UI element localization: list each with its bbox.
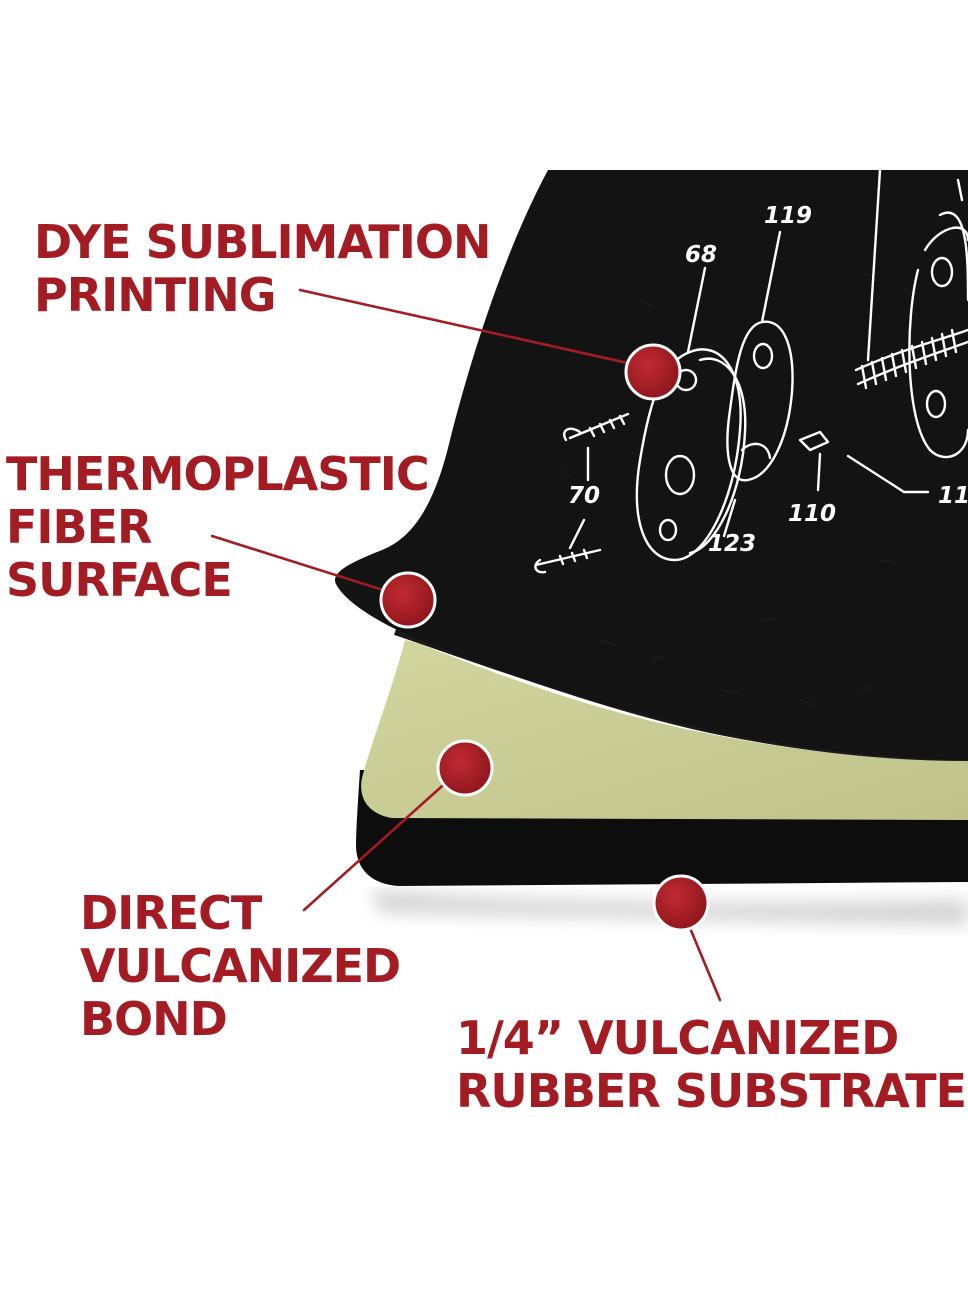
- exploded-parts-drawing: [534, 168, 968, 574]
- dot-vulcanized-bond: [436, 739, 494, 797]
- part-number-68: 68: [685, 242, 717, 268]
- callout-line: PRINTING: [34, 268, 277, 322]
- dot-rubber-substrate: [652, 874, 710, 932]
- callout-line: SURFACE: [6, 553, 233, 607]
- dot-thermoplastic-fiber: [379, 571, 437, 629]
- callout-vulcanized-bond: DIRECT VULCANIZED BOND: [80, 886, 401, 1046]
- fiber-surface-layer: [335, 170, 968, 760]
- callout-line: RUBBER SUBSTRATE: [456, 1064, 967, 1118]
- part-number-110: 110: [788, 501, 836, 527]
- callout-line: DYE SUBLIMATION: [34, 215, 491, 269]
- callout-line: THERMOPLASTIC: [6, 447, 430, 501]
- callout-dye-sublimation: DYE SUBLIMATION PRINTING: [34, 215, 491, 322]
- callout-thermoplastic-fiber: THERMOPLASTIC FIBER SURFACE: [6, 447, 430, 607]
- part-number-123: 123: [708, 531, 756, 557]
- leader-dye-sublimation: [298, 288, 652, 370]
- part-number-11: 11: [938, 483, 968, 509]
- part-number-119: 119: [764, 203, 812, 229]
- leader-rubber-substrate: [688, 926, 722, 1002]
- callout-rubber-substrate: 1/4” VULCANIZED RUBBER SUBSTRATE: [456, 1011, 967, 1118]
- callout-line: 1/4” VULCANIZED: [456, 1011, 899, 1065]
- part-number-70: 70: [568, 483, 600, 509]
- dot-dye-sublimation: [624, 343, 682, 401]
- fiber-texture: [559, 239, 895, 707]
- callout-leaders: [210, 288, 722, 1002]
- callout-line: VULCANIZED: [80, 939, 401, 993]
- callout-line: DIRECT: [80, 886, 262, 940]
- callout-dots: [379, 343, 710, 932]
- leader-vulcanized-bond: [302, 768, 462, 912]
- callout-line: FIBER: [6, 500, 152, 554]
- vulcanized-bond-layer: [361, 640, 968, 820]
- leader-thermoplastic-fiber: [210, 534, 404, 598]
- callout-line: BOND: [80, 992, 228, 1046]
